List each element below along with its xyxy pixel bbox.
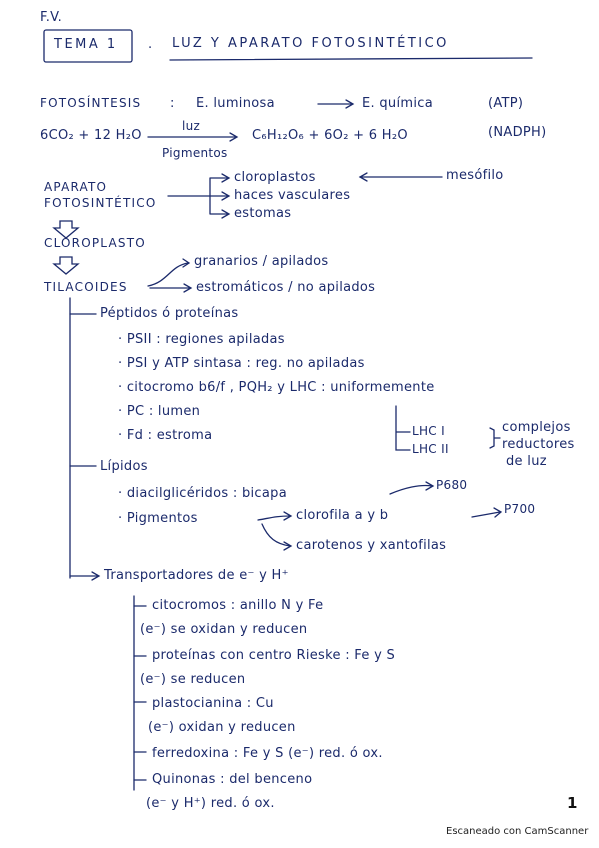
carrier-item-2: (e⁻) se oxidan y reducen (140, 622, 308, 637)
peptido-item-3: · citocromo b6/f , PQH₂ y LHC : uniforme… (118, 380, 435, 395)
mesofilo-arrowhead (358, 172, 368, 182)
carrier-item-1: citocromos : anillo N y Fe (152, 598, 324, 613)
peptido-item-1: · PSII : regiones apiladas (118, 332, 285, 347)
carrier-item-8: Quinonas : del benceno (152, 772, 313, 787)
title-separator: . (148, 37, 153, 52)
atp-note: (ATP) (488, 96, 524, 111)
energy-from: E. luminosa (196, 96, 275, 111)
apparatus-bracket (167, 177, 229, 215)
author-initials: F.V. (40, 10, 63, 25)
title-underline (169, 57, 533, 61)
tilacoides-type-1: granarios / apilados (194, 254, 329, 269)
lhc-brace (489, 427, 501, 449)
energy-to: E. química (362, 96, 433, 111)
carrier-item-9: (e⁻ y H⁺) red. ó ox. (146, 796, 275, 811)
equation-arrowhead (229, 132, 239, 142)
equation-under: Pigmentos (162, 146, 228, 160)
photosynthesis-label: FOTOSÍNTESIS (40, 96, 142, 110)
tilacoides-label: TILACOIDES (44, 280, 128, 294)
apparatus-item-3: estomas (234, 206, 292, 221)
apparatus-item-2: haces vasculares (234, 188, 351, 203)
diacil-item: · diacilglicéridos : bicapa (118, 486, 287, 501)
pigmentos-item: · Pigmentos (118, 511, 198, 526)
p700-label: P700 (504, 502, 536, 516)
scanner-footer: Escaneado con CamScanner (446, 826, 589, 837)
topic-box-frame (43, 29, 133, 63)
apparatus-arrowheads (221, 173, 231, 219)
apparatus-label-2: FOTOSINTÉTICO (44, 196, 157, 210)
carrier-item-7: ferredoxina : Fe y S (e⁻) red. ó ox. (152, 746, 383, 761)
lhc-2: LHC II (412, 442, 449, 456)
peptidos-heading: Péptidos ó proteínas (100, 306, 239, 321)
tilacoides-fork-up (147, 262, 189, 287)
nadph-note: (NADPH) (488, 125, 547, 140)
complex-note-1: complejos (502, 420, 571, 435)
down-arrow-1 (52, 220, 80, 239)
p680-arrow (389, 484, 433, 495)
carrier-item-6: (e⁻) oxidan y reducen (148, 720, 296, 735)
down-arrow-2 (52, 256, 80, 275)
p700-arrow (471, 511, 501, 518)
equation-left: 6CO₂ + 12 H₂O (40, 128, 142, 143)
peptido-item-5: · Fd : estroma (118, 428, 213, 443)
mesofilo-note: mesófilo (446, 168, 504, 183)
lipidos-heading: Lípidos (100, 459, 148, 474)
apparatus-item-1: cloroplastos (234, 170, 316, 185)
complex-note-2: reductores (502, 437, 575, 452)
carrier-item-4: (e⁻) se reducen (140, 672, 246, 687)
carotenos-label: carotenos y xantofilas (296, 538, 447, 553)
transportadores-heading: Transportadores de e⁻ y H⁺ (104, 568, 289, 583)
photosynthesis-colon: : (170, 96, 175, 111)
complex-note-3: de luz (506, 454, 547, 469)
carrier-item-5: plastocianina : Cu (152, 696, 274, 711)
carrier-item-3: proteínas con centro Rieske : Fe y S (152, 648, 396, 663)
pigment-fork-down (261, 523, 291, 547)
tilacoides-type-2: estromáticos / no apilados (196, 280, 376, 295)
peptido-item-2: · PSI y ATP sintasa : reg. no apiladas (118, 356, 365, 371)
equation-right: C₆H₁₂O₆ + 6O₂ + 6 H₂O (252, 128, 408, 143)
clorofila-label: clorofila a y b (296, 508, 389, 523)
p680-label: P680 (436, 478, 468, 492)
lhc-bracket (395, 405, 411, 451)
energy-arrowhead (345, 99, 355, 109)
page-title: LUZ Y APARATO FOTOSINTÉTICO (172, 36, 449, 51)
pigment-fork-up (257, 515, 291, 521)
equation-over: luz (182, 119, 201, 133)
cloroplasto-label: CLOROPLASTO (44, 236, 146, 250)
apparatus-label-1: APARATO (44, 180, 108, 194)
page-number: 1 (567, 794, 578, 812)
peptido-item-4: · PC : lumen (118, 404, 201, 419)
topic-label: TEMA 1 (54, 37, 118, 52)
lhc-1: LHC I (412, 424, 445, 438)
